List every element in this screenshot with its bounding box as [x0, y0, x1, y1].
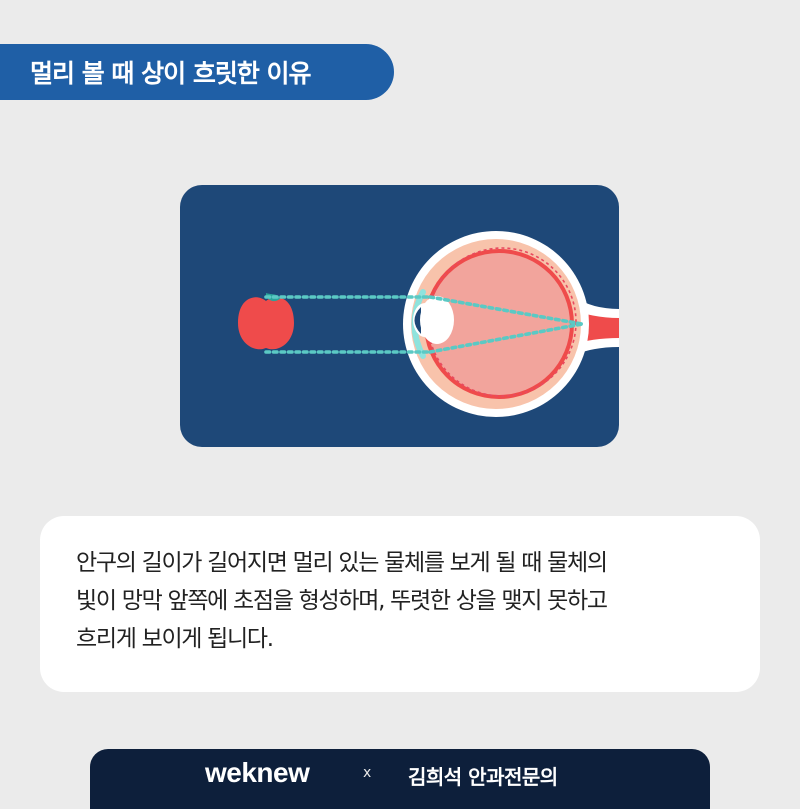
caption-card: 안구의 길이가 길어지면 멀리 있는 물체를 보게 될 때 물체의 빛이 망막 … — [40, 516, 760, 692]
doctor-credit: 김희석 안과전문의 — [408, 765, 558, 789]
collab-separator: x — [363, 765, 372, 781]
myopia-diagram — [180, 185, 619, 447]
caption-line: 안구의 길이가 길어지면 멀리 있는 물체를 보게 될 때 물체의 — [76, 550, 608, 576]
eye-icon — [403, 231, 589, 417]
myopia-diagram-svg — [238, 231, 619, 417]
page-title: 멀리 볼 때 상이 흐릿한 이유 — [30, 59, 312, 88]
title-banner: 멀리 볼 때 상이 흐릿한 이유 — [0, 44, 394, 100]
weknew-logo: weknew — [205, 757, 310, 788]
light-rays — [264, 295, 584, 354]
caption-line: 흐리게 보이게 됩니다. — [76, 626, 274, 652]
apple-icon — [238, 293, 294, 350]
footer-bar: weknew x 김희석 안과전문의 — [90, 749, 710, 809]
caption-line: 빛이 망막 앞쪽에 초점을 형성하며, 뚜렷한 상을 맺지 못하고 — [76, 588, 608, 614]
